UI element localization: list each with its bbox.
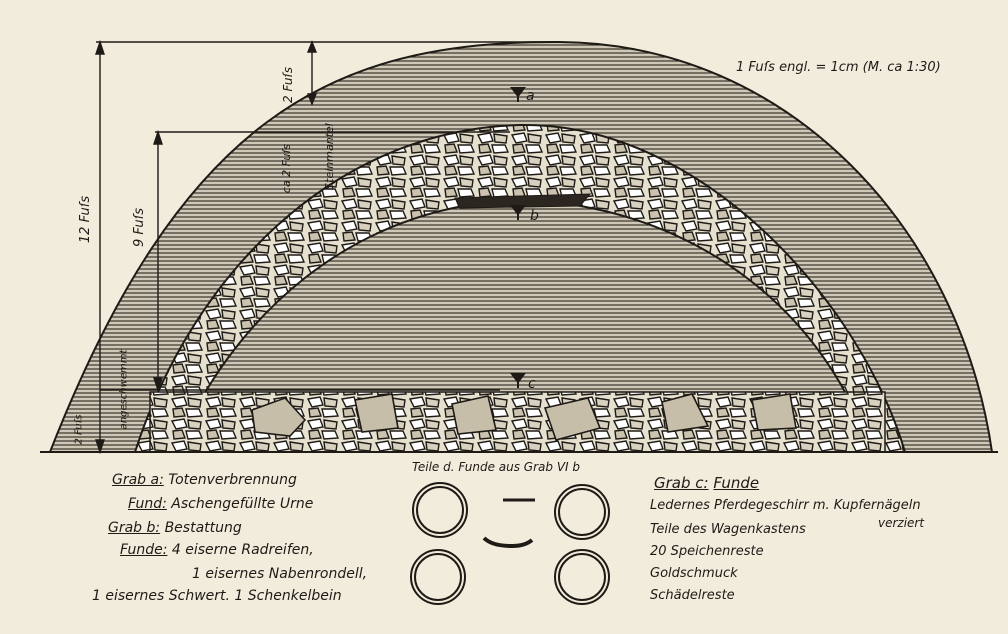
- grab-c-label: Grab c:: [654, 474, 709, 492]
- grab-c-item-4: Goldschmuck: [650, 566, 738, 581]
- total-height-label: 12 Fuſs: [78, 195, 94, 244]
- tyre-ring-2-inner: [558, 488, 606, 536]
- marker-a: [510, 87, 526, 102]
- legend-fund: Fund: Aschengefüllte Urne: [128, 496, 313, 512]
- tyre-ring-4: [554, 549, 610, 605]
- finds-illustration: [410, 482, 610, 605]
- inner-height-label: 9 Fuſs: [131, 208, 147, 247]
- thigh-bone: [482, 536, 534, 549]
- tyre-ring-3: [410, 549, 466, 605]
- marker-a-label: a: [526, 88, 535, 104]
- stone-thickness-note: Steinmantel: [322, 123, 336, 190]
- marker-c: [510, 373, 526, 388]
- grab-c-item-5: Schädelreste: [650, 588, 735, 603]
- grab-c-item-1b: verziert: [878, 516, 925, 530]
- funde-1: 4 eiserne Radreifen,: [171, 542, 314, 558]
- stone-thickness-label: ca 2 Fuſs: [280, 143, 294, 194]
- funde-label: Funde:: [120, 542, 168, 558]
- fund-text: Aschengefüllte Urne: [171, 496, 314, 512]
- grab-b-label: Grab b:: [108, 520, 161, 536]
- grab-c-item-2: Teile des Wagenkastens: [650, 522, 806, 537]
- funde-2: 1 eisernes Nabenrondell,: [192, 566, 368, 582]
- tyre-ring-1: [412, 482, 468, 538]
- grab-b-text: Bestattung: [164, 520, 242, 536]
- grab-c-item-1: Ledernes Pferdegeschirr m. Kupfernägeln: [650, 498, 921, 513]
- grave-b-slab: [454, 193, 592, 209]
- grab-a-label: Grab a:: [112, 472, 164, 488]
- grab-c-text: Funde: [713, 474, 760, 492]
- legend-grab-c: Grab c: Funde: [654, 474, 759, 492]
- floor-boulders: [251, 393, 797, 441]
- marker-c-label: c: [528, 376, 536, 392]
- dimension-lines: [95, 39, 560, 455]
- tyre-ring-2: [554, 484, 610, 540]
- finds-title: Teile d. Funde aus Grab VI b: [412, 460, 581, 474]
- tyre-ring-3-inner: [414, 553, 462, 601]
- scale-note: 1 Fuſs engl. = 1cm (M. ca 1:30): [736, 60, 941, 75]
- top-height-label: 2 Fuſs: [280, 67, 295, 103]
- base-height-label: 2 Fuſs: [73, 414, 85, 445]
- legend-grab-a: Grab a: Totenverbrennung: [112, 472, 297, 488]
- funde-3: 1 eisernes Schwert. 1 Schenkelbein: [92, 588, 342, 604]
- grab-c-item-3: 20 Speichenreste: [650, 544, 764, 559]
- tyre-ring-4-inner: [558, 553, 606, 601]
- marker-b-label: b: [530, 208, 539, 224]
- base-note-label: angeschwemmt: [118, 349, 130, 430]
- marker-b: [510, 205, 526, 220]
- fund-label: Fund:: [128, 496, 167, 512]
- grab-a-text: Totenverbrennung: [168, 472, 297, 488]
- legend-funde: Funde: 4 eiserne Radreifen,: [120, 542, 314, 558]
- legend-grab-b: Grab b: Bestattung: [108, 520, 242, 536]
- tyre-ring-1-inner: [416, 486, 464, 534]
